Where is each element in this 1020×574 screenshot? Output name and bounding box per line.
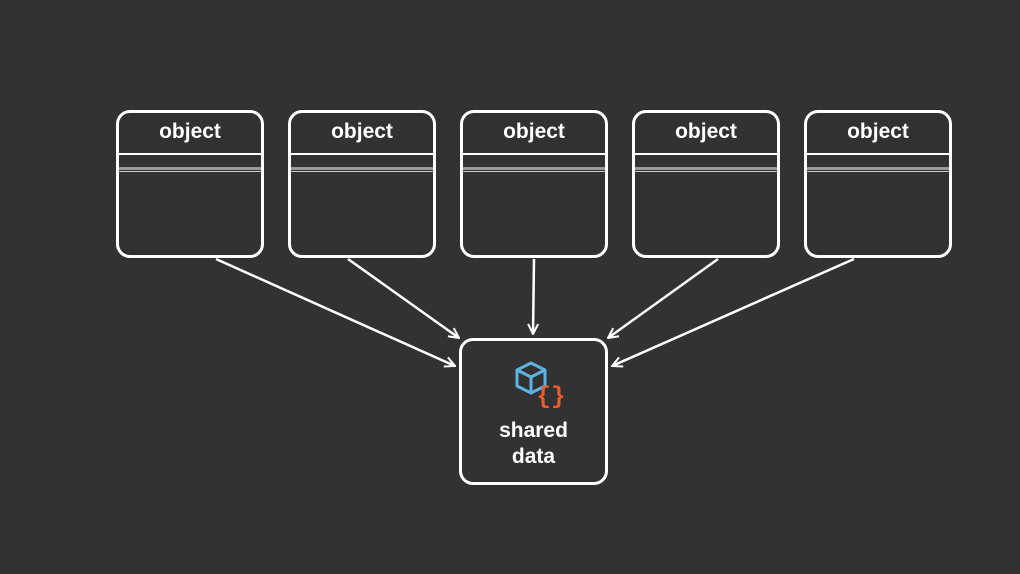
divider xyxy=(119,167,261,170)
divider xyxy=(635,171,777,172)
arrow-3 xyxy=(533,258,534,334)
divider xyxy=(119,171,261,172)
divider xyxy=(291,171,433,172)
divider xyxy=(807,167,949,170)
divider xyxy=(807,153,949,155)
divider xyxy=(463,153,605,155)
object-box-1: object xyxy=(116,110,264,258)
divider xyxy=(291,153,433,155)
arrow-1 xyxy=(215,257,455,366)
cube-with-braces-icon: {} xyxy=(515,361,564,408)
object-title: object xyxy=(159,120,221,143)
arrow-4 xyxy=(608,257,719,338)
object-box-5: object xyxy=(804,110,952,258)
object-box-3: object xyxy=(460,110,608,258)
object-title: object xyxy=(503,120,565,143)
arrow-2 xyxy=(347,257,459,338)
object-title: object xyxy=(847,120,909,143)
shared-data-box: {} shared data xyxy=(459,338,608,485)
object-box-4: object xyxy=(632,110,780,258)
svg-text:{}: {} xyxy=(537,384,564,408)
divider xyxy=(463,171,605,172)
object-title: object xyxy=(675,120,737,143)
shared-data-label-line-1: shared xyxy=(499,419,568,442)
object-title: object xyxy=(331,120,393,143)
shared-data-label-line-2: data xyxy=(511,445,556,468)
divider xyxy=(635,153,777,155)
shared-data-label: shared data xyxy=(462,418,605,470)
divider xyxy=(119,153,261,155)
divider xyxy=(463,167,605,170)
divider xyxy=(807,171,949,172)
divider xyxy=(635,167,777,170)
divider xyxy=(291,167,433,170)
object-box-2: object xyxy=(288,110,436,258)
arrow-5 xyxy=(612,257,855,366)
